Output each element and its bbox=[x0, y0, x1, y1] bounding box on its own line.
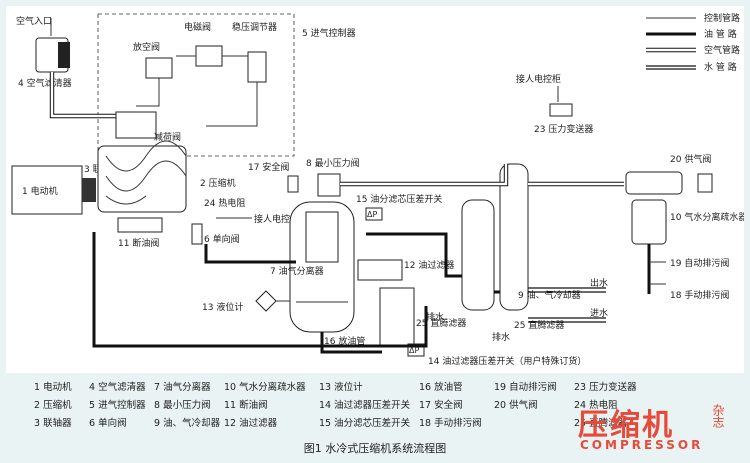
watermark-en: COMPRESSOR bbox=[580, 438, 704, 452]
legend-water-label: 水 管 路 bbox=[704, 61, 737, 73]
oil-filter-label: 12 油过滤器 bbox=[404, 259, 454, 271]
to-controller-label-1: 接人电控柜 bbox=[254, 213, 299, 225]
air-inlet-label: 空气入口 bbox=[16, 15, 52, 27]
figure-caption: 图1 水冷式压缩机系统流程图 bbox=[303, 442, 447, 455]
legend-item: 4 空气滤清器 bbox=[89, 382, 146, 393]
min-pressure-valve-label: 8 最小压力阀 bbox=[306, 157, 360, 169]
water-in-label: 进水 bbox=[590, 307, 608, 319]
pressure-transmitter-label: 23 压力变送器 bbox=[534, 123, 593, 135]
manual-drain-label: 18 手动排污阀 bbox=[670, 289, 729, 301]
component-legend: 1 电动机 4 空气滤清器 7 油气分离器 10 气水分离疏水器 13 液位计 16 放油… bbox=[34, 379, 734, 435]
pressure-regulator-label: 稳压调节器 bbox=[232, 21, 277, 33]
water-out-label: 出水 bbox=[590, 277, 608, 289]
oil-filter-icon bbox=[357, 259, 403, 281]
motor-icon bbox=[11, 165, 83, 215]
coupling-icon bbox=[82, 178, 96, 202]
line-style-legend: 控制管路 油 管 路 空气管路 水 管 路 bbox=[646, 12, 740, 73]
oil-dp-symbol: ΔP bbox=[409, 346, 419, 355]
legend-item: 12 油过滤器 bbox=[224, 418, 278, 429]
auto-drain-label: 19 自动排污阀 bbox=[670, 257, 729, 269]
legend-item: 9 油、气冷却器 bbox=[154, 418, 221, 429]
bleed-valve-icon bbox=[145, 57, 173, 79]
legend-item: 5 进气控制器 bbox=[89, 400, 146, 411]
legend-oil-label: 油 管 路 bbox=[704, 28, 737, 40]
legend-item: 20 供气阀 bbox=[494, 400, 538, 411]
legend-item: 24 热电阻 bbox=[574, 400, 618, 411]
intake-controller-boundary bbox=[97, 13, 295, 157]
legend-item: 14 油过滤器压差开关 bbox=[319, 400, 411, 411]
watermark-side: 杂志 bbox=[711, 404, 725, 428]
legend-item: 18 手动排污阀 bbox=[419, 418, 482, 429]
diagram-svg: 控制管路 油 管 路 空气管路 水 管 路 空气入口 4 空气滤清器 bbox=[11, 12, 747, 367]
drain-pipe bbox=[320, 332, 382, 354]
water-separator-icon bbox=[631, 199, 667, 245]
legend-control-label: 控制管路 bbox=[704, 12, 740, 24]
legend-item: 25 直腾滤器 bbox=[574, 418, 628, 429]
solenoid-valve-label: 电磁阀 bbox=[184, 21, 211, 33]
legend-air-label: 空气管路 bbox=[704, 44, 740, 56]
compressor-label: 2 压缩机 bbox=[200, 177, 236, 189]
compressor-icon bbox=[97, 145, 187, 213]
drain-label-1: 排水 bbox=[426, 311, 444, 323]
watermark-cn: 压缩机 bbox=[578, 408, 674, 443]
safety-valve-label: 17 安全阀 bbox=[248, 161, 289, 173]
legend-item: 3 联轴器 bbox=[34, 418, 72, 429]
cooler-label: 9 油、气冷却器 bbox=[518, 289, 581, 301]
reducing-valve-label: 减荷阀 bbox=[154, 131, 181, 143]
flow-diagram: 控制管路 油 管 路 空气管路 水 管 路 空气入口 4 空气滤清器 bbox=[6, 6, 747, 373]
legend-item: 15 油分滤芯压差开关 bbox=[319, 418, 411, 429]
magazine-watermark: 压缩机 COMPRESSOR 杂志 bbox=[578, 400, 748, 460]
oil-dp-switch-label: 14 油过滤器压差开关（用户特殊订货） bbox=[428, 355, 586, 367]
level-gauge-label: 13 液位计 bbox=[202, 301, 243, 313]
legend-item: 2 压缩机 bbox=[34, 400, 72, 411]
legend-item: 8 最小压力阀 bbox=[154, 400, 211, 411]
to-controller-label-2: 接人电控柜 bbox=[516, 73, 561, 85]
y-strainer-label-1: 25 直腾滤器 bbox=[416, 317, 466, 329]
legend-item: 17 安全阀 bbox=[419, 400, 463, 411]
separator-dp-switch-label: 15 油分滤芯压差开关 bbox=[356, 193, 442, 205]
intake-controller-label: 5 进气控制器 bbox=[302, 27, 356, 39]
separator-dp-symbol: ΔP bbox=[367, 210, 377, 219]
cooler-left-icon bbox=[461, 199, 495, 311]
air-supply-valve-icon bbox=[625, 171, 683, 195]
cooler-right-icon bbox=[499, 163, 529, 311]
legend-item: 23 压力变送器 bbox=[574, 382, 637, 393]
heater-label: 24 热电阻 bbox=[204, 197, 245, 209]
oil-separator-label: 7 油气分离器 bbox=[270, 265, 324, 277]
air-supply-valve-label: 20 供气阀 bbox=[670, 153, 711, 165]
solenoid-valve-icon bbox=[195, 45, 223, 67]
level-gauge-icon bbox=[255, 290, 277, 312]
legend-item: 11 断油阀 bbox=[224, 400, 268, 411]
water-separator-label: 10 气水分离疏水器 bbox=[670, 211, 744, 223]
reducing-valve-icon bbox=[115, 111, 157, 139]
min-pressure-valve-icon bbox=[317, 173, 341, 197]
check-valve-label: 6 单向阀 bbox=[204, 233, 240, 245]
legend-item: 10 气水分离疏水器 bbox=[224, 382, 306, 393]
legend-item: 16 放油管 bbox=[419, 382, 463, 393]
legend-item: 7 油气分离器 bbox=[154, 382, 211, 393]
air-filter-label: 4 空气滤清器 bbox=[18, 77, 72, 89]
check-valve-icon bbox=[191, 223, 203, 245]
safety-valve-icon bbox=[287, 175, 299, 193]
legend-item: 13 液位计 bbox=[319, 382, 363, 393]
legend-item: 19 自动排污阀 bbox=[494, 382, 557, 393]
pressure-regulator-icon bbox=[247, 51, 267, 83]
pressure-transmitter-icon bbox=[549, 103, 573, 117]
oil-cutoff-label: 11 断油阀 bbox=[118, 237, 159, 249]
oil-cutoff-icon bbox=[117, 217, 163, 233]
drain-label-2: 排水 bbox=[492, 331, 510, 343]
motor-label: 1 电动机 bbox=[22, 185, 58, 197]
bleed-valve-label: 放空阀 bbox=[133, 41, 160, 53]
legend-item: 6 单向阀 bbox=[89, 418, 127, 429]
drain-pipe-label: 16 放油管 bbox=[324, 335, 365, 347]
y-strainer-label-2: 25 直腾滤器 bbox=[514, 319, 564, 331]
legend-item: 1 电动机 bbox=[34, 382, 72, 393]
